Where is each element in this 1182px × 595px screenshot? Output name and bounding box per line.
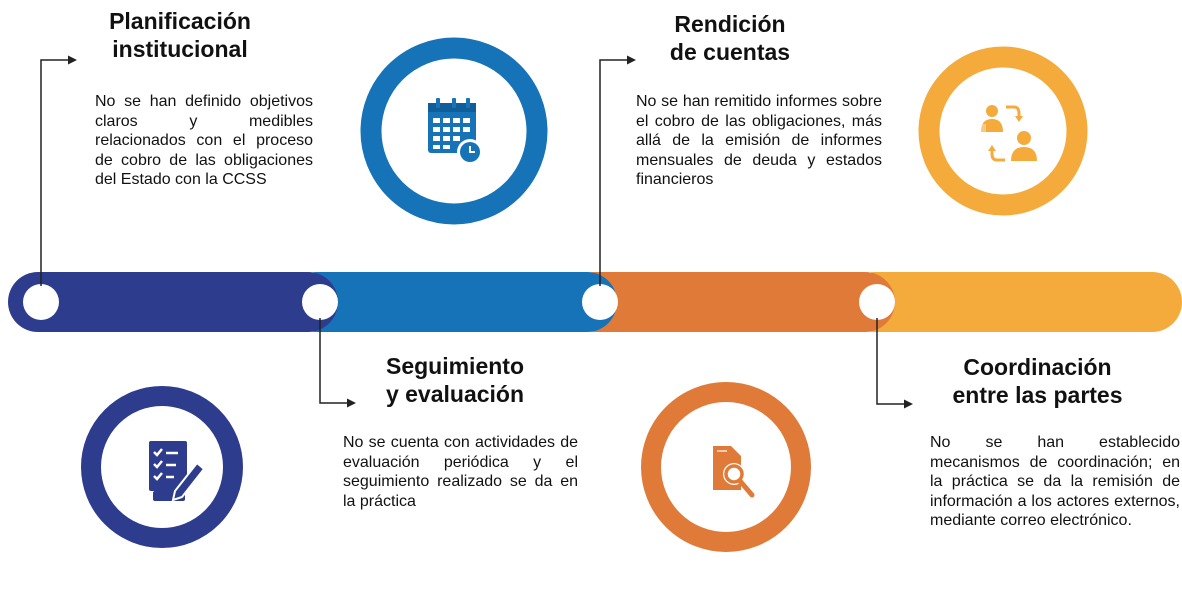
ring-badge-blue	[360, 37, 548, 225]
timeline-segment-gold	[845, 272, 1182, 332]
connector-2	[319, 318, 349, 404]
timeline-segment-navy	[8, 272, 338, 332]
arrow-head-3	[627, 55, 636, 65]
stage-3-description: No se han remitido informes sobre el cob…	[636, 93, 882, 188]
ring-badge-orange	[641, 382, 811, 552]
timeline-segment-orange	[565, 272, 895, 332]
stage-1-title: Planificación institucional	[109, 8, 251, 62]
stage-1-description: No se han definido objetivos claros y me…	[95, 93, 313, 188]
timeline-node-2	[302, 284, 338, 320]
arrow-head-2	[347, 398, 356, 408]
timeline-node-4	[859, 284, 895, 320]
people-exchange-icon	[981, 105, 1037, 162]
timeline-bar	[8, 272, 1182, 332]
stage-4-title: Coordinación entre las partes	[952, 354, 1123, 408]
timeline-node-3	[582, 284, 618, 320]
timeline-node-1	[23, 284, 59, 320]
arrow-head-1	[68, 55, 77, 65]
connector-3	[599, 59, 629, 286]
document-search-icon	[713, 446, 755, 498]
stage-2-title: Seguimiento y evaluación	[385, 353, 525, 407]
arrow-head-4	[904, 399, 913, 409]
timeline-segment-blue	[287, 272, 617, 332]
connector-1	[40, 59, 70, 286]
checklist-pen-icon	[149, 441, 206, 502]
calendar-clock-icon	[428, 98, 483, 165]
ring-badge-gold	[918, 46, 1088, 216]
stage-2-description: No se cuenta con actividades de evaluaci…	[343, 434, 578, 510]
ring-badge-navy	[81, 386, 243, 548]
stage-4-description: No se han establecido mecanismos de coor…	[930, 434, 1180, 529]
stage-3-title: Rendición de cuentas	[669, 11, 791, 65]
connector-4	[876, 318, 906, 405]
